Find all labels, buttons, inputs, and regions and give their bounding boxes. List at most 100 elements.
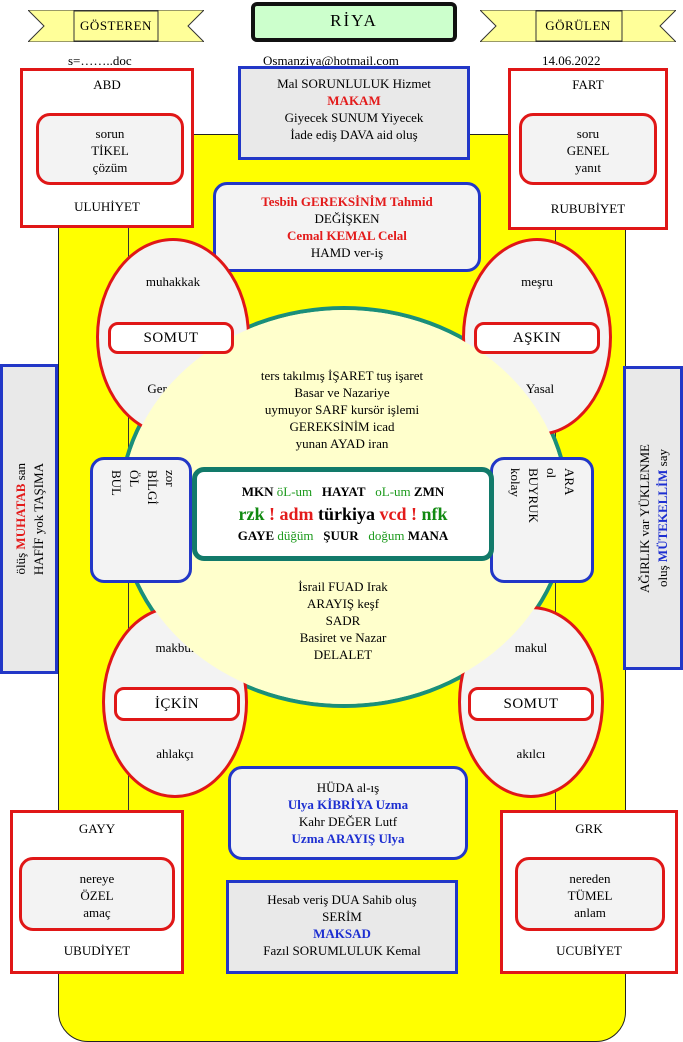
center-r2b: ! (268, 504, 275, 524)
corner-br-inner: nereden TÜMEL anlam (515, 857, 665, 931)
center-r3e: MANA (407, 528, 449, 543)
side-right-line1: AĞIRLIK var YÜKLENME (637, 443, 652, 593)
circle-bottom-line1: İsrail FUAD Irak (298, 579, 388, 594)
bottom-center-line2: SERİM (322, 909, 362, 924)
corner-br-foot: UCUBİYET (556, 943, 622, 958)
oval-tl-top: muhakkak (145, 274, 201, 289)
corner-tr-head: FART (572, 77, 604, 92)
corner-tl-inner2: TİKEL (91, 143, 129, 158)
side-left-l1a: ölüş (13, 549, 28, 575)
corner-top-left: ABD sorun TİKEL çözüm ULUHİYET (20, 68, 194, 228)
center-r2d: türkiya (317, 504, 375, 524)
corner-tl-foot: ULUHİYET (74, 199, 140, 214)
circle-bottom-line3: SADR (325, 613, 361, 628)
side-left-box: ölüş MUHATAB san HAFİF yok TAŞIMA (0, 364, 58, 674)
circle-top-line4: GEREKSİNİM icad (289, 419, 395, 434)
center-r2c: adm (279, 504, 314, 524)
pill-br-label: SOMUT (503, 696, 559, 712)
left-mid-line2: BİLGİ (145, 470, 160, 505)
top-center-line1: Mal SORUNLULUK Hizmet (277, 76, 431, 91)
side-left-l1b: MUHATAB (13, 483, 28, 550)
side-right-l2a: oluş (655, 562, 670, 587)
right-mid-line4: kolay (508, 468, 523, 497)
pill-bl-label: İÇKİN (154, 696, 200, 712)
ribbon-left-label: GÖSTEREN (80, 18, 152, 33)
corner-bl-inner3: amaç (83, 905, 111, 920)
corner-bl-inner1: nereye (79, 871, 115, 886)
center-r1c: HAYAT (321, 484, 366, 499)
circle-bottom-line5: DELALET (313, 647, 373, 662)
ribbon-right-label: GÖRÜLEN (545, 18, 611, 33)
circle-bottom-line2: ARAYIŞ keşf (306, 596, 380, 611)
pill-tr: AŞKIN (474, 322, 600, 354)
pill-br: SOMUT (468, 687, 594, 721)
ribbon-left-shape (28, 10, 204, 42)
center-r2f: ! (411, 504, 417, 524)
bottom-center-box: Hesab veriş DUA Sahib oluş SERİM MAKSAD … (226, 880, 458, 974)
center-r1d: oL-um (375, 484, 411, 499)
center-r1a: MKN (241, 484, 274, 499)
pill-bl: İÇKİN (114, 687, 240, 721)
corner-tr-inner2: GENEL (566, 143, 610, 158)
left-mid-line3: ÖL (127, 470, 142, 488)
left-mid-line1: zor (163, 470, 178, 487)
ribbon-left: GÖSTEREN (28, 10, 204, 42)
corner-tr-inner: soru GENEL yanıt (519, 113, 657, 185)
side-left-text: ölüş MUHATAB san HAFİF yok TAŞIMA (9, 367, 51, 671)
side-left-line2: HAFİF yok TAŞIMA (31, 462, 46, 576)
ribbon-right-shape (480, 10, 676, 42)
side-left-line1: ölüş MUHATAB san (13, 463, 29, 574)
corner-br-head: GRK (575, 821, 603, 836)
huda-box: HÜDA al-ış Ulya KİBRİYA Uzma Kahr DEĞER … (228, 766, 468, 860)
corner-tl-head: ABD (93, 77, 121, 92)
top-center-line2: MAKAM (327, 93, 381, 108)
corner-bl-head: GAYY (78, 821, 116, 836)
center-r2g: nfk (421, 504, 448, 524)
oval-br-top: makul (514, 640, 548, 655)
center-r3c: ŞUUR (323, 528, 359, 543)
date-text: 14.06.2022 (542, 53, 601, 68)
corner-top-right: FART soru GENEL yanıt RUBUBİYET (508, 68, 668, 230)
corner-tr-inner3: yanıt (575, 160, 601, 175)
side-left-l1c: san (13, 463, 28, 484)
tesbih-box: Tesbih GEREKSİNİM Tahmid DEĞİŞKEN Cemal … (213, 182, 481, 272)
left-mid-text: zor BİLGİ ÖL BUL (108, 470, 178, 574)
top-center-line4: İade ediş DAVA aid oluş (290, 127, 418, 142)
pill-tr-label: AŞKIN (512, 330, 562, 346)
huda-line1: HÜDA al-ış (316, 780, 380, 795)
center-box: MKN öL-um HAYAT oL-um ZMN rzk ! adm türk… (192, 467, 494, 561)
circle-bottom-text: İsrail FUAD Irak ARAYIŞ keşf SADR Basire… (230, 578, 456, 663)
center-r3d: doğum (368, 528, 405, 543)
top-center-line3: Giyecek SUNUM Yiyecek (284, 110, 424, 125)
bottom-center-line4: Fazıl SORUMLULUK Kemal (263, 943, 421, 958)
center-r1e: ZMN (413, 484, 445, 499)
side-right-text: AĞIRLIK var YÜKLENME oluş MÜTEKELLİM say (632, 369, 676, 667)
corner-tl-inner3: çözüm (92, 160, 128, 175)
huda-line3: Kahr DEĞER Lutf (298, 814, 398, 829)
corner-br-inner2: TÜMEL (567, 888, 613, 903)
corner-bl-inner: nereye ÖZEL amaç (19, 857, 175, 931)
corner-tr-foot: RUBUBİYET (550, 201, 626, 216)
tesbih-line3: Cemal KEMAL Celal (287, 228, 407, 243)
oval-br-bottom: akılcı (516, 746, 546, 761)
center-r2a: rzk (238, 504, 265, 524)
center-row2: rzk ! adm türkiya vcd ! nfk (197, 502, 489, 526)
tesbih-line4: HAMD ver-iş (310, 245, 384, 260)
center-r3a: GAYE (237, 528, 275, 543)
ribbon-right: GÖRÜLEN (480, 10, 676, 42)
corner-br-inner3: anlam (574, 905, 606, 920)
huda-line4: Uzma ARAYIŞ Ulya (291, 831, 405, 846)
bottom-center-line3: MAKSAD (313, 926, 371, 941)
title-box: RİYA (251, 2, 457, 42)
corner-tl-inner: sorun TİKEL çözüm (36, 113, 184, 185)
circle-top-text: ters takılmış İŞARET tuş işaret Basar ve… (210, 367, 474, 452)
pill-tl-label: SOMUT (143, 330, 199, 346)
circle-top-line5: yunan AYAD iran (295, 436, 389, 451)
corner-tr-inner1: soru (576, 126, 600, 141)
right-mid-line2: ol (544, 468, 559, 479)
right-mid-line3: BUYRUK (526, 468, 541, 523)
center-row1: MKN öL-um HAYAT oL-um ZMN (197, 482, 489, 502)
corner-tl-inner1: sorun (95, 126, 125, 141)
right-mid-line1: ARA (562, 468, 577, 496)
oval-tr-top: meşru (521, 274, 553, 289)
